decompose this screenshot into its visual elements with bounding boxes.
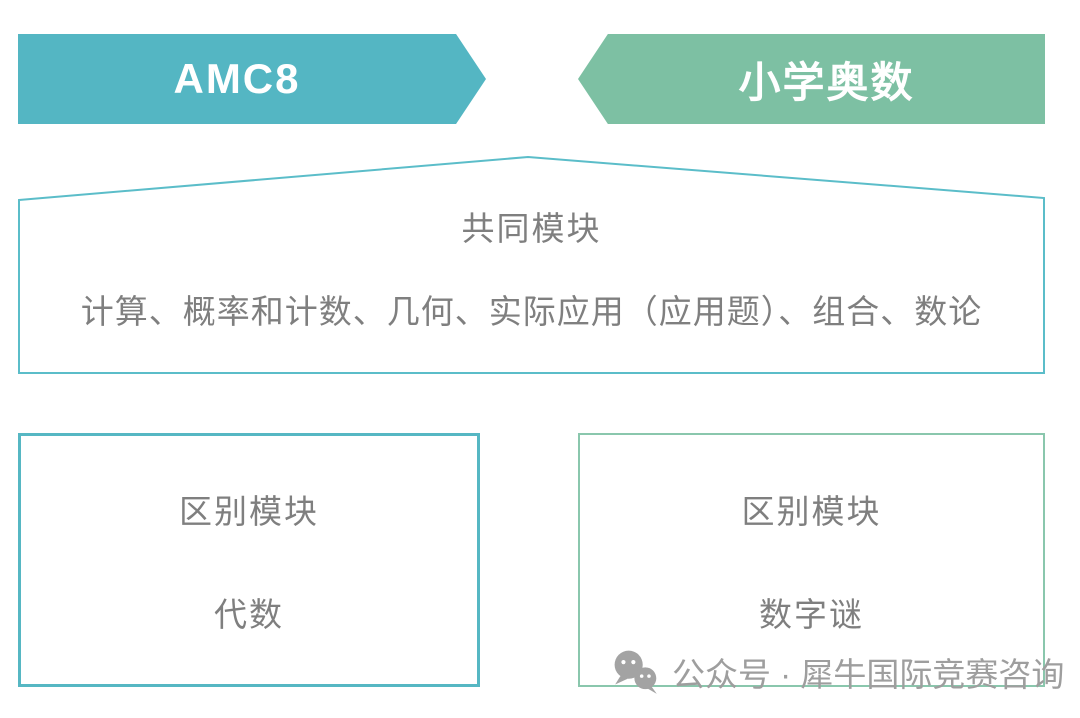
amc8-distinct-module-title: 区别模块 (179, 492, 319, 530)
banner-elementary-olympiad: 小学奥数 (578, 34, 1045, 124)
olympiad-distinct-module-box: 区别模块 数字谜 (578, 433, 1045, 687)
common-module-title: 共同模块 (461, 210, 602, 247)
olympiad-distinct-module-title: 区别模块 (741, 492, 882, 530)
watermark: 公众号 · 犀牛国际竞赛咨询 (612, 648, 1064, 696)
wechat-icon (614, 650, 657, 694)
banner-amc8-label: AMC8 (173, 55, 301, 102)
common-module-items: 计算、概率和计数、几何、实际应用（应用题）、组合、数论 (80, 293, 983, 330)
banner-amc8: AMC8 (18, 34, 486, 124)
watermark-text: 公众号 · 犀牛国际竞赛咨询 (672, 656, 1065, 693)
banner-elementary-olympiad-label: 小学奥数 (738, 58, 915, 106)
common-module-shape (18, 156, 1045, 374)
amc8-distinct-module-item: 代数 (214, 595, 284, 633)
olympiad-distinct-module-item: 数字谜 (759, 595, 864, 633)
amc8-distinct-module-box: 区别模块 代数 (18, 433, 480, 687)
